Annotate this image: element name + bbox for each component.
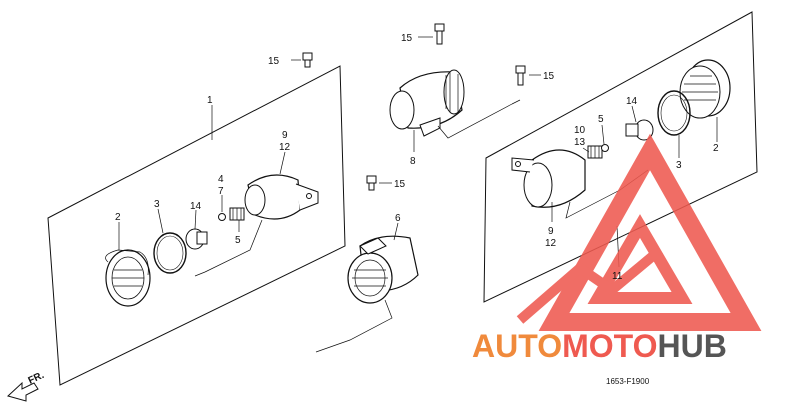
label-part-2-left: 2 xyxy=(115,212,121,223)
label-part-5-left: 5 xyxy=(235,235,241,246)
label-part-4: 4 xyxy=(218,174,224,185)
label-part-3-right: 3 xyxy=(676,160,682,171)
label-part-15-a: 15 xyxy=(268,56,280,67)
direction-label: FR. xyxy=(27,370,46,387)
bolt-15-middle xyxy=(366,175,392,191)
watermark-logo xyxy=(516,133,762,331)
label-part-13: 13 xyxy=(574,137,586,148)
label-part-14-right: 14 xyxy=(626,96,638,107)
right-bulb-14 xyxy=(625,119,654,141)
housing-8 xyxy=(389,69,521,139)
label-part-9-left: 9 xyxy=(282,130,288,141)
bolt-15-top xyxy=(418,23,445,45)
watermark-part-moto: MOTO xyxy=(562,328,657,364)
label-part-1: 1 xyxy=(207,95,213,106)
left-gasket-3 xyxy=(153,232,187,274)
label-part-11: 11 xyxy=(612,271,623,282)
right-lens-2 xyxy=(679,59,731,119)
label-part-14-left: 14 xyxy=(190,201,202,212)
label-part-12-right: 12 xyxy=(545,238,557,249)
watermark-text: AUTOMOTOHUB xyxy=(472,328,727,364)
left-lens-2 xyxy=(105,249,151,307)
label-part-9-right: 9 xyxy=(548,226,554,237)
right-housing-9-12 xyxy=(511,149,649,219)
label-part-8: 8 xyxy=(410,156,416,167)
label-part-7: 7 xyxy=(218,186,224,197)
bolt-15-left xyxy=(291,52,313,68)
label-part-15-d: 15 xyxy=(394,179,406,190)
label-part-12-left: 12 xyxy=(279,142,291,153)
watermark-part-auto: AUTO xyxy=(472,328,562,364)
label-part-15-b: 15 xyxy=(401,33,413,44)
label-part-6: 6 xyxy=(395,213,401,224)
left-assembly-plate xyxy=(47,65,346,386)
label-part-2-right: 2 xyxy=(713,143,719,154)
label-part-5-right: 5 xyxy=(598,114,604,125)
right-assembly-plate xyxy=(483,11,758,303)
watermark-part-hub: HUB xyxy=(657,328,726,364)
left-bulb-14 xyxy=(185,228,208,250)
right-socket-10-13-5 xyxy=(587,144,609,159)
label-part-15-c: 15 xyxy=(543,71,555,82)
right-gasket-3 xyxy=(657,90,691,136)
front-direction-arrow xyxy=(7,381,39,402)
label-part-3-left: 3 xyxy=(154,199,160,210)
housing-6 xyxy=(315,235,419,353)
part-code: 1653-F1900 xyxy=(606,377,650,386)
left-housing-9-12 xyxy=(194,174,319,277)
bolt-15-right xyxy=(515,65,541,86)
label-part-10: 10 xyxy=(574,125,586,136)
left-socket-4-7-5 xyxy=(218,207,245,221)
